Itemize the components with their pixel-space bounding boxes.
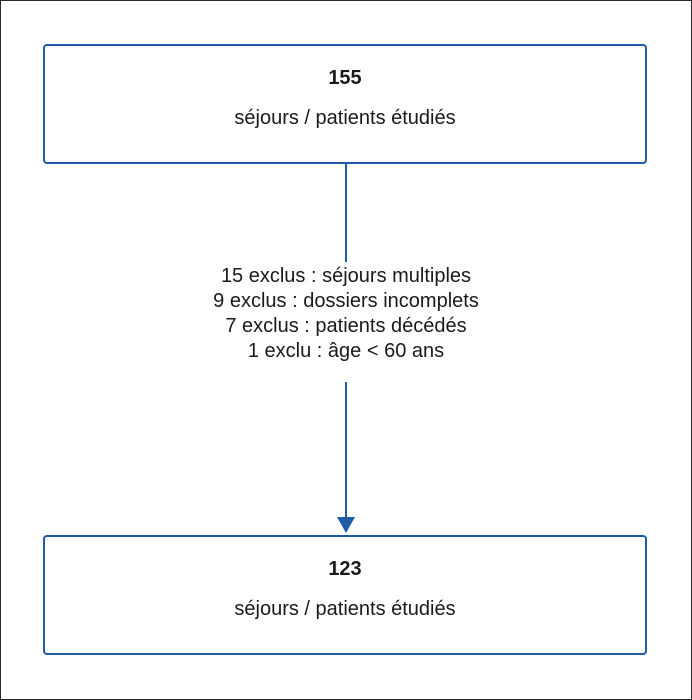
initial-label: séjours / patients étudiés xyxy=(234,107,456,129)
exclusion-item: 1 exclu : âge < 60 ans xyxy=(247,340,445,362)
initial-population-box: 155 séjours / patients étudiés xyxy=(43,44,647,164)
final-label: séjours / patients étudiés xyxy=(234,598,456,620)
final-count: 123 xyxy=(328,558,362,580)
exclusion-item: 7 exclus : patients décédés xyxy=(225,315,467,337)
exclusion-list: 15 exclus : séjours multiples 9 exclus :… xyxy=(146,264,546,364)
exclusion-item: 9 exclus : dossiers incomplets xyxy=(213,290,479,312)
exclusion-item: 15 exclus : séjours multiples xyxy=(220,265,472,287)
initial-count: 155 xyxy=(328,67,362,89)
final-population-box: 123 séjours / patients étudiés xyxy=(43,535,647,655)
arrow-head-icon xyxy=(337,517,355,533)
